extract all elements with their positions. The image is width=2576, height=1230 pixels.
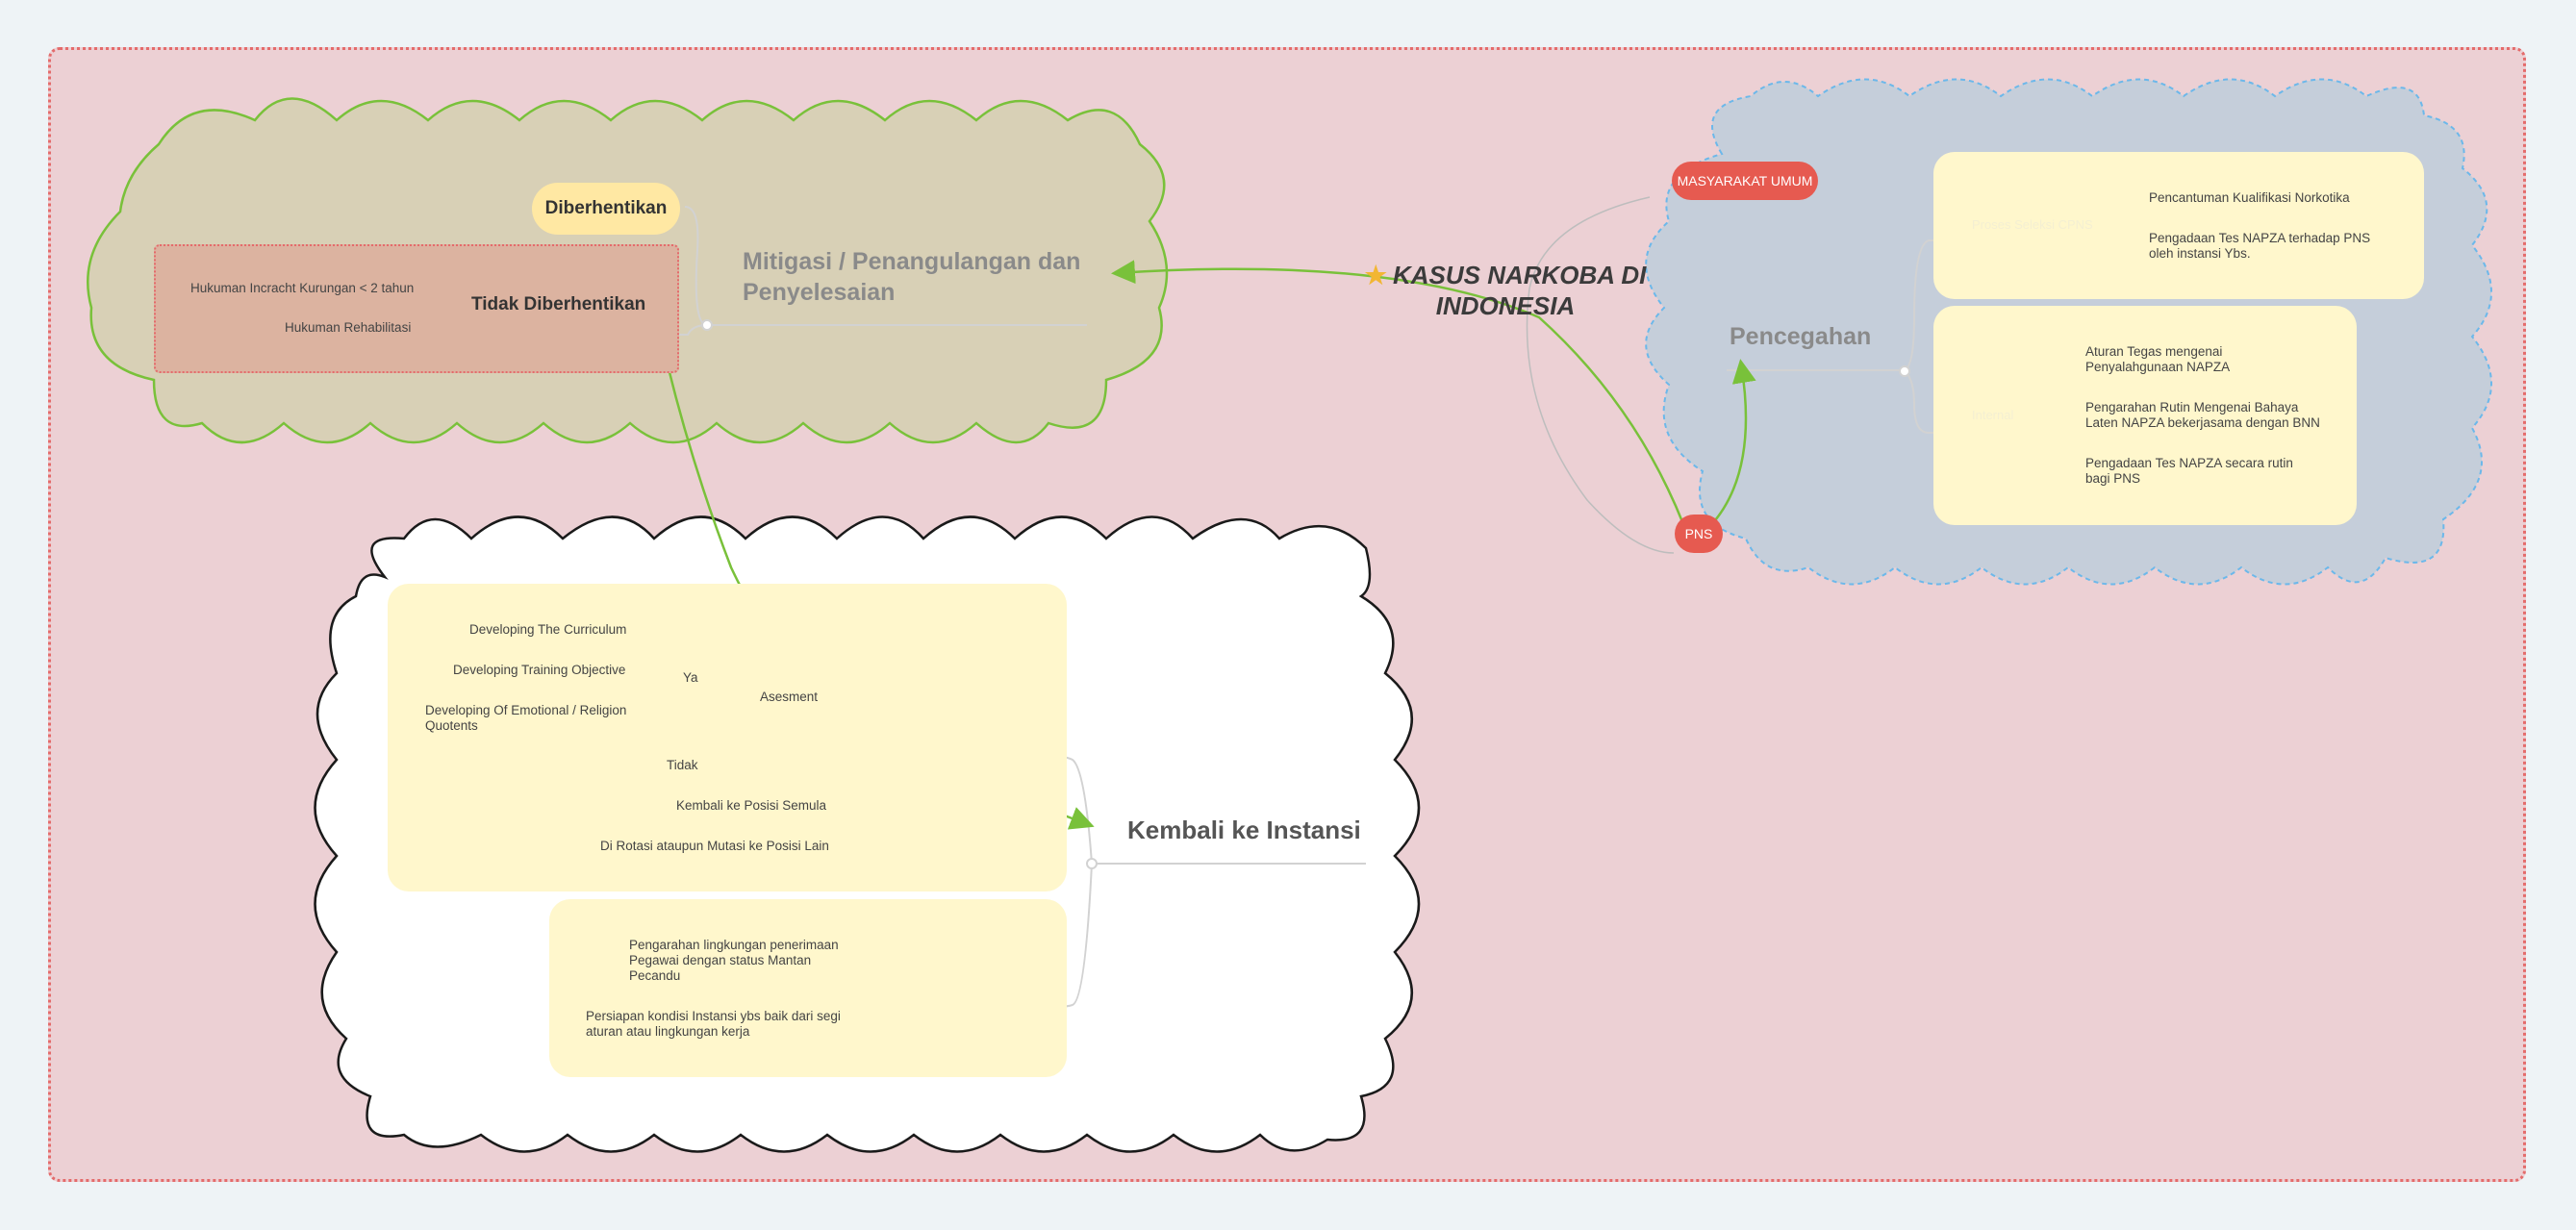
kembali-item[interactable]: Persiapan kondisi Instansi ybs baik dari… [586,1009,841,1039]
node-diberhentikan[interactable]: Diberhentikan [532,183,680,235]
node-ya[interactable]: Ya [683,670,698,685]
branch-pencegahan[interactable]: Pencegahan [1730,323,1872,350]
pencegahan-item[interactable]: Pencantuman Kualifikasi Norkotika [2149,190,2350,205]
sticky-asesment [388,584,1067,891]
kembali-item[interactable]: Di Rotasi ataupun Mutasi ke Posisi Lain [600,839,829,853]
sticky-internal [1933,306,2357,525]
branch-kembali[interactable]: Kembali ke Instansi [1127,816,1361,844]
pencegahan-item[interactable]: Pengarahan Rutin Mengenai Bahaya Laten N… [2085,400,2320,430]
node-proses-seleksi[interactable]: Proses Seleksi CPNS [1972,217,2093,232]
mitigasi-item[interactable]: Hukuman Rehabilitasi [285,320,412,335]
central-title[interactable]: ★KASUS NARKOBA DI INDONESIA [1356,260,1654,321]
sticky-proses-seleksi [1933,152,2424,299]
kembali-item[interactable]: Kembali ke Posisi Semula [676,798,827,813]
pencegahan-item[interactable]: Pengadaan Tes NAPZA secara rutin bagi PN… [2085,456,2293,486]
boundary-tidak-diberhentikan [154,244,679,373]
mitigasi-item[interactable]: Hukuman Incracht Kurungan < 2 tahun [190,281,415,295]
node-masyarakat-umum[interactable]: MASYARAKAT UMUM [1672,162,1818,200]
kembali-item[interactable]: Developing The Curriculum [469,622,627,637]
node-asesment[interactable]: Asesment [760,690,819,704]
kembali-item[interactable]: Developing Training Objective [453,663,626,677]
pencegahan-item[interactable]: Pengadaan Tes NAPZA terhadap PNS oleh in… [2149,231,2371,261]
sticky-lingkungan [549,899,1067,1077]
node-tidak[interactable]: Tidak [667,758,698,772]
branch-mitigasi[interactable]: Mitigasi / Penangulangan dan Penyelesaia… [743,248,1081,306]
arrow-pns-to-mitigasi [1111,260,1685,525]
pencegahan-item[interactable]: Aturan Tegas mengenai Penyalahgunaan NAP… [2085,344,2231,374]
central-title-text: KASUS NARKOBA DI INDONESIA [1392,261,1647,320]
star-icon: ★ [1364,261,1387,289]
kembali-item[interactable]: Pengarahan lingkungan penerimaan Pegawai… [629,938,839,983]
node-tidak-diberhentikan[interactable]: Tidak Diberhentikan [471,294,646,314]
node-pns[interactable]: PNS [1675,515,1723,553]
kembali-item[interactable]: Developing Of Emotional / Religion Quote… [425,703,627,733]
node-internal[interactable]: Internal [1972,408,2014,422]
